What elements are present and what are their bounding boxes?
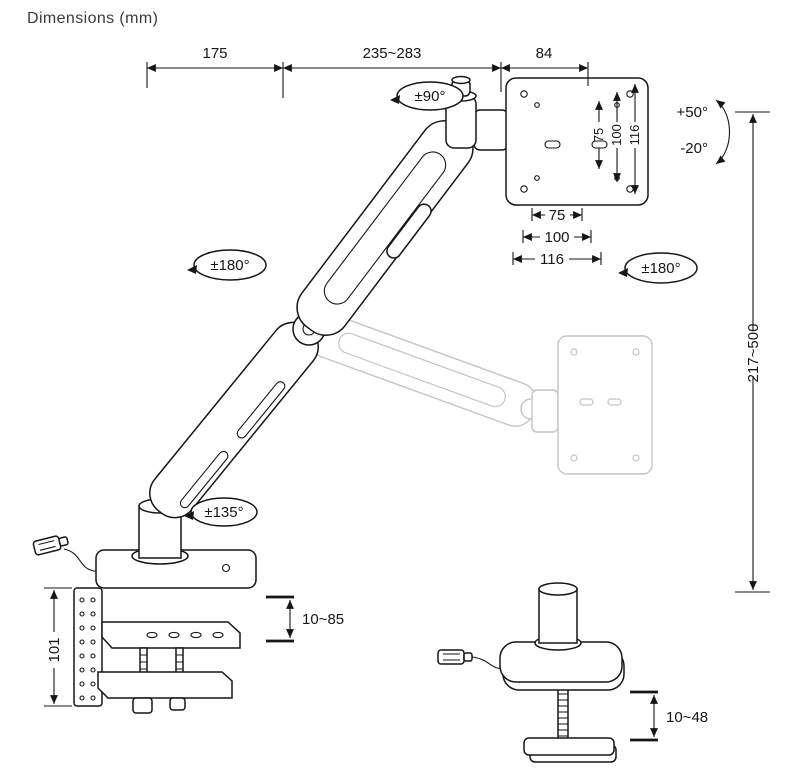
clamp-back-plate bbox=[73, 587, 103, 707]
arm-swivel-annotation: ±180° bbox=[187, 249, 267, 281]
height-range-label: 217~500 bbox=[745, 324, 762, 383]
head-swivel-label: ±90° bbox=[415, 88, 446, 105]
vesa-vertical-100-label: 100 bbox=[609, 124, 624, 146]
vesa-vertical-75-label: 75 bbox=[591, 128, 606, 142]
rotation-arrow-icon bbox=[187, 265, 197, 274]
grommet-cable-plug bbox=[437, 649, 465, 665]
plate-rotation-label: ±180° bbox=[641, 260, 680, 277]
head-swivel-annotation: ±90° bbox=[390, 81, 464, 111]
vesa-plate bbox=[505, 77, 649, 206]
power-cable bbox=[32, 535, 105, 572]
vesa-horizontal-116-label: 116 bbox=[540, 251, 564, 268]
vesa-horizontal-dimensions: 75 100 116 bbox=[512, 206, 602, 268]
clamp-height-label: 101 bbox=[46, 637, 63, 662]
grommet-bottom-plate bbox=[523, 737, 615, 756]
desk-clamp-group bbox=[73, 549, 257, 714]
dim-head-width-label: 84 bbox=[536, 45, 553, 62]
base-swivel-label: ±135° bbox=[204, 504, 243, 521]
clamp-top-plate-hole bbox=[221, 563, 231, 573]
plate-rotation-annotation: ±180° bbox=[618, 252, 698, 284]
clamp-jaw-holes bbox=[146, 631, 224, 639]
clamp-lower-jaw bbox=[97, 671, 233, 699]
grommet-mount-group bbox=[437, 582, 625, 763]
rotation-arrow-icon bbox=[390, 95, 400, 104]
ghost-vesa-plate bbox=[557, 335, 653, 475]
dim-arm-reach-label: 235~283 bbox=[363, 45, 422, 62]
rotation-arrow-icon bbox=[618, 268, 628, 277]
vesa-plate-group: 75 100 116 75 100 116 bbox=[505, 77, 649, 268]
arm-swivel-label: ±180° bbox=[210, 257, 249, 274]
rotation-arrow-icon bbox=[184, 511, 194, 520]
grommet-cable bbox=[437, 649, 505, 670]
vesa-vertical-116-label: 116 bbox=[627, 125, 642, 146]
vesa-horizontal-75-label: 75 bbox=[549, 207, 566, 224]
rotation-annotations: ±90° ±180° ±180° ±135° bbox=[184, 81, 698, 527]
grommet-dimension: 10~48 bbox=[630, 690, 708, 742]
grommet-pole bbox=[538, 588, 578, 644]
tilt-annotation: +50° -20° bbox=[677, 99, 731, 165]
tilt-up-label: +50° bbox=[677, 104, 708, 121]
dim-pole-offset-label: 175 bbox=[202, 45, 227, 62]
arm-group bbox=[131, 75, 509, 565]
top-dimension-lines: 175 235~283 84 bbox=[146, 45, 589, 98]
vesa-vertical-dimensions: 75 100 116 bbox=[591, 84, 642, 194]
lower-arm bbox=[149, 321, 319, 519]
ghost-vesa-holes bbox=[570, 348, 640, 462]
clamp-back-plate-holes bbox=[79, 597, 96, 701]
base-swivel-annotation: ±135° bbox=[184, 497, 258, 527]
clamp-dimensions: 101 10~85 bbox=[44, 587, 344, 707]
vesa-horizontal-100-label: 100 bbox=[544, 229, 569, 246]
clamp-upper-jaw bbox=[101, 621, 241, 649]
cable-plug bbox=[32, 535, 62, 556]
ghost-arm-group bbox=[306, 313, 653, 475]
height-range-dimension: 217~500 bbox=[735, 111, 770, 593]
arm-release-tab bbox=[386, 203, 432, 259]
grommet-rod bbox=[557, 687, 569, 743]
page-title: Dimensions (mm) bbox=[27, 10, 159, 27]
clamp-knob-2 bbox=[169, 697, 186, 711]
ghost-head bbox=[531, 389, 559, 433]
clamp-range-label: 10~85 bbox=[302, 611, 344, 628]
tilt-down-label: -20° bbox=[680, 140, 708, 157]
grommet-range-label: 10~48 bbox=[666, 709, 708, 726]
clamp-knob bbox=[132, 697, 153, 714]
head-connector bbox=[473, 109, 509, 151]
